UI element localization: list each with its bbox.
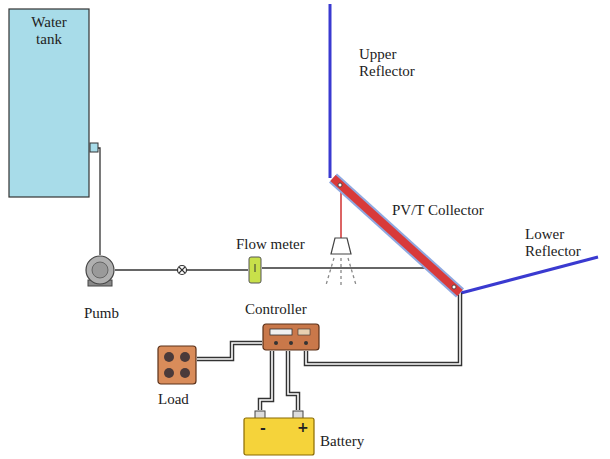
reflector-label: Upper Reflector [359, 46, 439, 81]
controller-shape [262, 323, 320, 351]
sprinkler [331, 238, 351, 254]
node-label: Load [158, 391, 189, 408]
lower-reflector [461, 257, 598, 293]
flow-meter-shape [248, 256, 262, 284]
wire-connector [260, 351, 298, 410]
node-label: Flow meter [236, 236, 305, 253]
node-label: Battery [320, 433, 364, 450]
connector-line [197, 343, 262, 359]
water-tank: Water tank [8, 8, 90, 198]
node-label: Water tank [18, 14, 80, 49]
terminal-sign: - [260, 420, 266, 436]
pump-shape [85, 255, 115, 287]
pvt-collector: PV/T Collector [328, 172, 466, 298]
valve-symbol [178, 266, 187, 275]
load-shape [157, 345, 197, 385]
pvt-collector-shape [328, 172, 466, 298]
upper-reflector [329, 4, 332, 178]
connector-core [288, 351, 298, 410]
terminal-sign: + [297, 419, 309, 435]
connector-core [260, 351, 272, 410]
connector-core [197, 343, 262, 359]
pipe-connector [262, 268, 428, 269]
wire-connector [306, 293, 460, 364]
pump: Pumb [85, 255, 115, 287]
wire-connector [197, 343, 262, 359]
connector-line [288, 351, 298, 410]
controller: Controller [262, 323, 320, 351]
water-spray [326, 258, 356, 287]
connector-line [260, 351, 272, 410]
flow-meter: Flow meter [248, 256, 262, 284]
node-label: PV/T Collector [392, 202, 484, 219]
spray-pipe [340, 190, 342, 238]
node-label: Controller [245, 301, 307, 318]
connector-line [306, 293, 460, 364]
connector-line [262, 267, 428, 268]
pipe-connector [98, 148, 100, 255]
connector-core [306, 293, 460, 364]
node-label: Pumb [84, 305, 119, 322]
reflector-label: Lower Reflector [525, 226, 605, 261]
load: Load [157, 345, 197, 385]
tank-outlet [90, 143, 98, 152]
connector-line [98, 148, 100, 255]
